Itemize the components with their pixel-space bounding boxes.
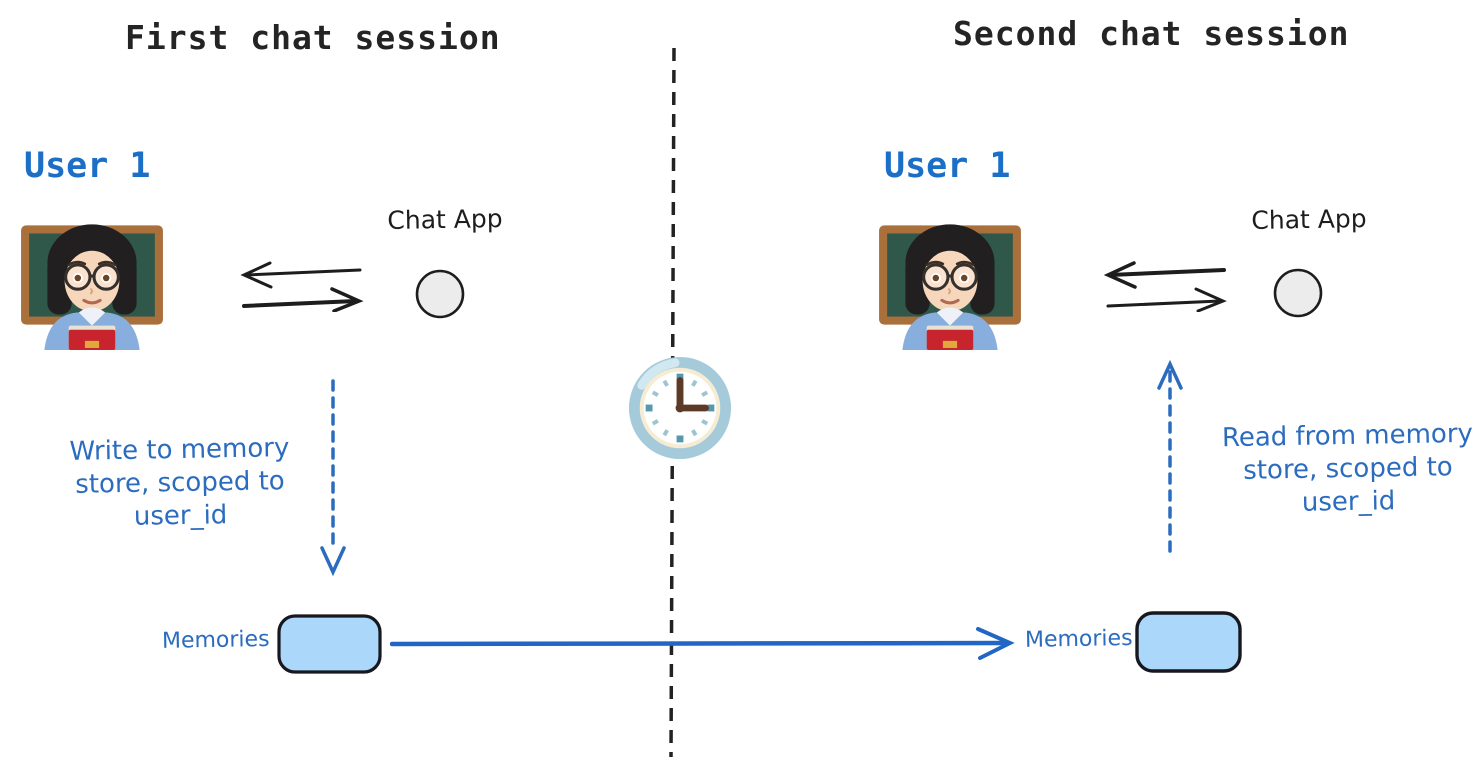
left-memory-store-box	[277, 614, 382, 674]
left-chat-app-label: Chat App	[387, 203, 503, 236]
right-woman-teacher-emoji	[870, 198, 1030, 350]
right-chat-app-label: Chat App	[1251, 203, 1367, 236]
left-write-dashed-arrow	[320, 379, 346, 577]
note-line: store, scoped to	[75, 466, 285, 500]
right-bidirectional-arrows	[1103, 261, 1227, 312]
note-line: Write to memory	[69, 433, 290, 467]
note-line: user_id	[133, 500, 228, 532]
note-line: user_id	[1301, 486, 1396, 518]
right-memory-store-box	[1135, 611, 1242, 673]
right-memories-label: Memories	[1024, 625, 1133, 653]
left-write-note: Write to memory store, scoped to user_id	[54, 432, 306, 535]
left-chat-app-node-circle	[415, 269, 465, 319]
right-read-dashed-arrow	[1157, 360, 1183, 558]
left-bidirectional-arrows	[240, 261, 364, 312]
clock-three-oclock-icon	[626, 354, 734, 462]
memory-transfer-arrow	[390, 627, 1015, 660]
left-user-label: User 1	[24, 146, 151, 186]
note-line: store, scoped to	[1243, 452, 1453, 486]
second-session-title: Second chat session	[953, 14, 1350, 53]
right-read-note: Read from memory store, scoped to user_i…	[1215, 418, 1481, 522]
right-user-label: User 1	[884, 146, 1011, 186]
note-line: Read from memory	[1221, 418, 1474, 454]
left-woman-teacher-emoji	[12, 198, 172, 350]
first-session-title: First chat session	[125, 18, 501, 57]
right-chat-app-node-circle	[1273, 268, 1323, 318]
left-memories-label: Memories	[161, 626, 270, 654]
